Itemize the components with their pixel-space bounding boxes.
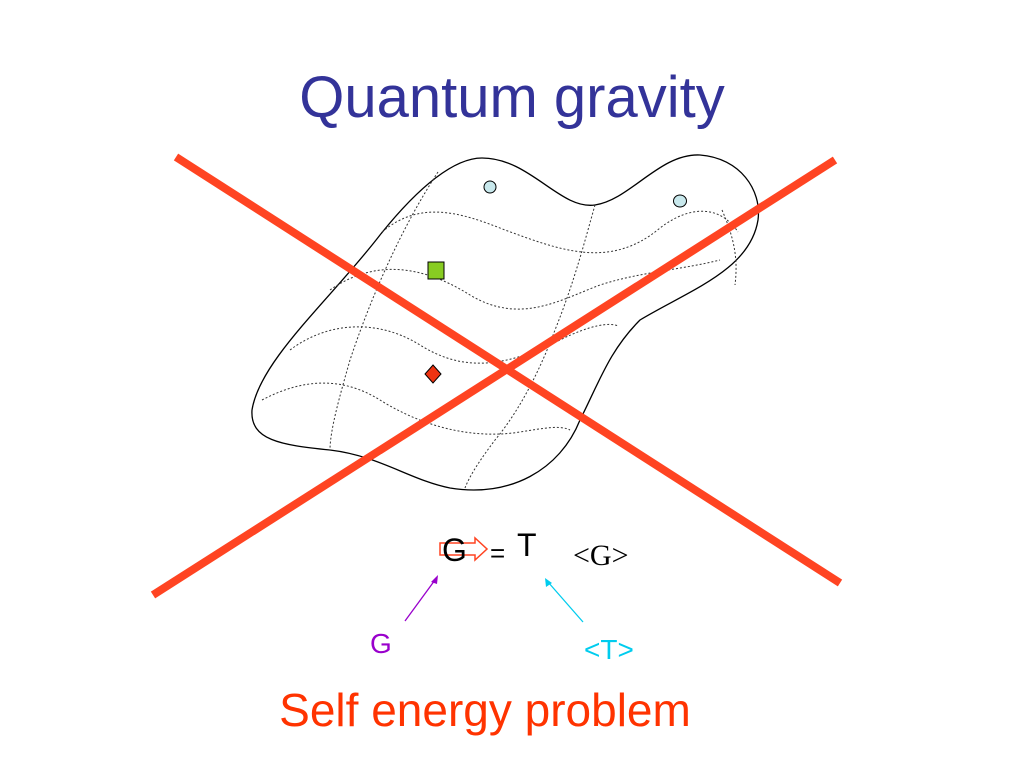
subtitle: Self energy problem [279, 684, 691, 736]
cross-line [150, 156, 838, 599]
arrow-t [547, 581, 584, 623]
equation-operator: = [490, 538, 506, 568]
arrow-g [404, 579, 436, 622]
grid-line [721, 209, 737, 286]
grid-line [381, 210, 739, 254]
square-marker-icon [427, 261, 445, 280]
equation-rhs: T [517, 527, 537, 563]
circle-marker-icon [483, 180, 497, 194]
equation-lhs: G [442, 532, 467, 568]
manifold-outline [251, 154, 760, 491]
arrowhead-g [431, 575, 438, 584]
grid-line [329, 171, 439, 451]
grid-line [289, 323, 619, 364]
slide-title: Quantum gravity [299, 65, 725, 130]
diamond-marker-icon [424, 364, 442, 384]
circle-marker-icon [673, 194, 687, 208]
equation-expectation: <G> [573, 539, 629, 572]
grid-line [464, 204, 596, 489]
label-t: <T> [584, 634, 634, 665]
label-g: G [370, 628, 392, 659]
arrowhead-t [545, 578, 552, 587]
red-arrow-over-g [439, 536, 489, 562]
